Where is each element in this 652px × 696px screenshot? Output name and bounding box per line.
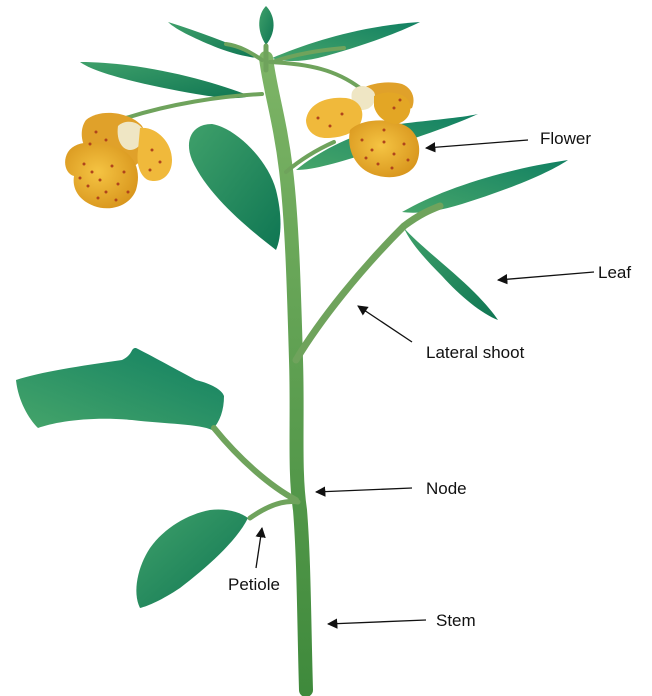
label-petiole: Petiole — [228, 575, 280, 594]
spot — [151, 149, 154, 152]
branch-right-flower — [270, 62, 360, 88]
spot — [361, 139, 364, 142]
label-leaf: Leaf — [598, 263, 631, 282]
spot — [399, 99, 402, 102]
spot — [377, 163, 380, 166]
flower-left — [65, 113, 172, 208]
spot — [127, 191, 130, 194]
arrow-lateral-shoot — [358, 306, 412, 342]
leaf-top-terminal — [259, 6, 273, 45]
leaf-right-drooping — [404, 228, 498, 320]
spot — [159, 161, 162, 164]
spot — [117, 183, 120, 186]
spot — [87, 185, 90, 188]
spot — [105, 139, 108, 142]
spot — [403, 143, 406, 146]
arrow-node — [316, 488, 412, 492]
leaf-left-broad — [189, 124, 281, 250]
spot — [89, 143, 92, 146]
arrow-petiole — [256, 528, 262, 568]
main-stem — [266, 58, 306, 690]
label-lateral-shoot: Lateral shoot — [426, 343, 525, 362]
arrow-leaf — [498, 272, 594, 280]
spot — [83, 163, 86, 166]
spot — [365, 157, 368, 160]
spot — [393, 153, 396, 156]
spot — [111, 165, 114, 168]
spot — [341, 113, 344, 116]
spot — [95, 131, 98, 134]
leaf-right-long — [402, 160, 568, 213]
arrow-stem — [328, 620, 426, 624]
spot — [317, 117, 320, 120]
spot — [91, 171, 94, 174]
spot — [383, 129, 386, 132]
branch-lower-left — [214, 428, 296, 500]
spot — [391, 167, 394, 170]
spot — [105, 191, 108, 194]
spot — [149, 169, 152, 172]
spot — [99, 179, 102, 182]
lateral-shoot-branch — [296, 206, 440, 360]
spot — [393, 107, 396, 110]
label-stem: Stem — [436, 611, 476, 630]
spot — [407, 159, 410, 162]
spot — [383, 141, 386, 144]
petiole-stalk — [250, 502, 298, 518]
spot — [329, 125, 332, 128]
label-node: Node — [426, 479, 467, 498]
spot — [79, 177, 82, 180]
arrow-flower — [426, 140, 528, 148]
flower-right-upper-petal — [374, 93, 410, 124]
spot — [371, 149, 374, 152]
spot — [115, 199, 118, 202]
spot — [123, 171, 126, 174]
label-flower: Flower — [540, 129, 591, 148]
flower-left-right-lobe — [137, 128, 172, 181]
leaf-lower-left-big — [16, 348, 224, 430]
leaf-left-long — [80, 62, 250, 98]
spot — [97, 197, 100, 200]
